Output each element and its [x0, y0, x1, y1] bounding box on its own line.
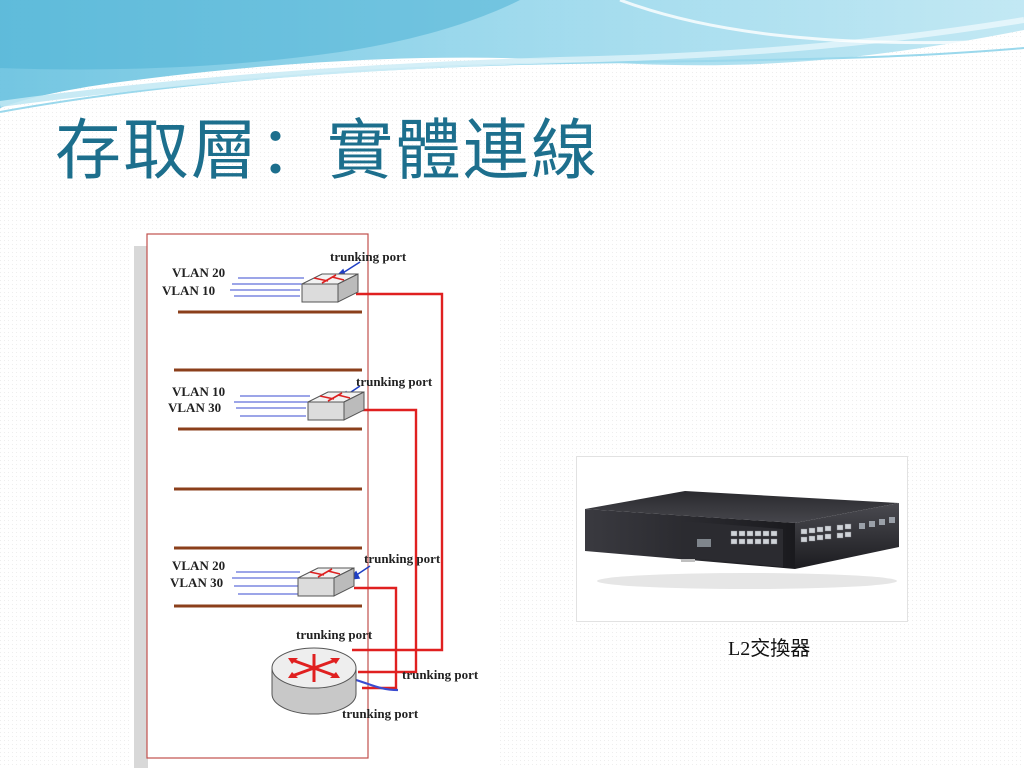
floor-bars	[174, 310, 362, 608]
vlan-label: VLAN 20	[172, 558, 225, 573]
network-diagram: VLAN 20 VLAN 10 trunking port VLAN 10 VL…	[130, 232, 500, 768]
vlan-label: VLAN 10	[172, 384, 225, 399]
page-title: 存取層：實體連線	[55, 112, 599, 189]
vlan-label: VLAN 30	[168, 400, 221, 415]
building-shadow	[134, 246, 148, 768]
vlan-lines	[230, 277, 310, 595]
router-link	[355, 678, 399, 692]
trunking-port-label: trunking port	[330, 249, 407, 264]
vlan-label: VLAN 20	[172, 265, 225, 280]
router-icon	[271, 647, 357, 715]
l2-switch-illustration	[585, 491, 899, 589]
trunking-port-label: trunking port	[296, 627, 373, 642]
trunking-port-label: trunking port	[364, 551, 441, 566]
switch-icon	[297, 567, 355, 597]
trunking-port-label: trunking port	[356, 374, 433, 389]
l2-switch-photo	[576, 456, 908, 622]
vlan-label: VLAN 30	[170, 575, 223, 590]
trunking-port-label: trunking port	[402, 667, 479, 682]
vlan-label: VLAN 10	[162, 283, 215, 298]
trunking-port-label: trunking port	[342, 706, 419, 721]
switch-caption: L2交換器	[728, 638, 811, 660]
switch-icon	[307, 391, 365, 421]
switch-icon	[301, 273, 359, 303]
